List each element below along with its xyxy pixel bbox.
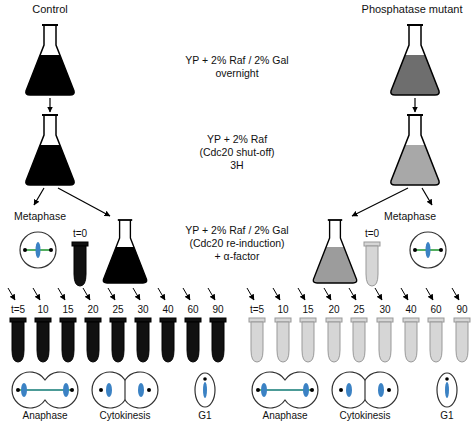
sampling-arrow [375,288,382,300]
stage-label: Metaphase [384,210,436,222]
culture-flask [391,115,439,185]
sample-tube [403,318,419,362]
condition-text: overnight [215,67,258,79]
timepoint-label: 20 [87,304,98,316]
sampling-arrow [183,288,190,300]
g1-cell [195,373,215,407]
sample-tube [377,318,393,362]
timepoint-label: 40 [162,304,173,316]
flow-arrow [34,188,44,205]
sampling-arrow [208,288,215,300]
g1-cell [437,373,457,407]
sampling-arrow [108,288,115,300]
stage-label: Cytokinesis [99,410,150,422]
culture-flask [103,220,147,283]
timepoint-label: 25 [112,304,123,316]
flow-arrow [422,188,432,205]
timepoint-label: 40 [405,304,416,316]
mutant-tubes [249,318,470,362]
timepoint-label: 90 [456,304,467,316]
stage-label: Metaphase [14,210,66,222]
sample-tube [300,318,316,362]
sampling-arrow [273,288,280,300]
flow-arrows [34,98,432,216]
sample-tube [351,318,367,362]
flow-arrow [414,98,415,112]
timepoint-label: 20 [328,304,339,316]
condition-text: YP + 2% Raf / 2% Gal [185,224,288,236]
anaphase-cell [12,372,78,408]
cytokinesis-cell [92,372,158,408]
column-heading: Control [32,3,67,16]
sampling-arrow [158,288,165,300]
timepoint-label: 60 [430,304,441,316]
stage-label: G1 [198,410,211,422]
timepoint-label: 25 [353,304,364,316]
culture-flask [313,220,357,283]
sample-tube [326,318,342,362]
sampling-arrow [452,288,459,300]
timepoint-label: 90 [212,304,223,316]
culture-flask [26,25,74,95]
timepoint-label: 10 [277,304,288,316]
timepoint-label: t=0 [365,228,379,240]
sampling-arrow [133,288,140,300]
flow-arrow [49,98,50,112]
sampling-arrows [8,288,459,300]
sampling-arrow [349,288,356,300]
metaphase-cell [410,232,446,268]
sample-tube [60,318,76,362]
sampling-arrow [401,288,408,300]
sampling-arrow [426,288,433,300]
timepoint-label: t=5 [11,304,25,316]
sample-tube [135,318,151,362]
timepoint-label: 30 [379,304,390,316]
sampling-arrow [298,288,305,300]
timepoint-label: t=0 [73,228,87,240]
sample-tube [249,318,265,362]
condition-text: YP + 2% Raf / 2% Gal [185,54,288,66]
sample-tube [72,242,88,286]
stage-label: Cytokinesis [339,410,390,422]
condition-text: + α-factor [215,250,260,262]
sample-tube [110,318,126,362]
sampling-arrow [324,288,331,300]
sample-tube [428,318,444,362]
timepoint-label: 10 [37,304,48,316]
sampling-arrow [8,288,15,300]
culture-flask [391,25,439,95]
sample-tube [364,242,380,286]
timepoint-label: 15 [302,304,313,316]
condition-text: (Cdc20 re-induction) [189,237,284,249]
timepoint-label: 60 [187,304,198,316]
sample-tube [85,318,101,362]
sampling-arrow [83,288,90,300]
sampling-arrow [33,288,40,300]
stage-label: Anaphase [22,410,67,422]
column-heading: Phosphatase mutant [362,3,463,16]
metaphase-cell [20,232,56,268]
sampling-arrow [247,288,254,300]
timepoint-label: t=5 [250,304,264,316]
sample-tube [210,318,226,362]
stage-label: Anaphase [262,410,307,422]
sampling-arrow [58,288,65,300]
stage-label: G1 [440,410,453,422]
anaphase-cell [252,372,318,408]
sample-tube [35,318,51,362]
timepoint-label: 15 [62,304,73,316]
timepoint-label: 30 [137,304,148,316]
condition-text: 3H [230,159,243,171]
sample-tube [10,318,26,362]
culture-flask [26,115,74,185]
cytokinesis-cell [332,372,398,408]
control-tubes [10,318,226,362]
sample-tube [454,318,470,362]
condition-text: (Cdc20 shut-off) [199,146,274,158]
sample-tube [160,318,176,362]
sample-tube [275,318,291,362]
condition-text: YP + 2% Raf [207,133,267,145]
sample-tube [185,318,201,362]
